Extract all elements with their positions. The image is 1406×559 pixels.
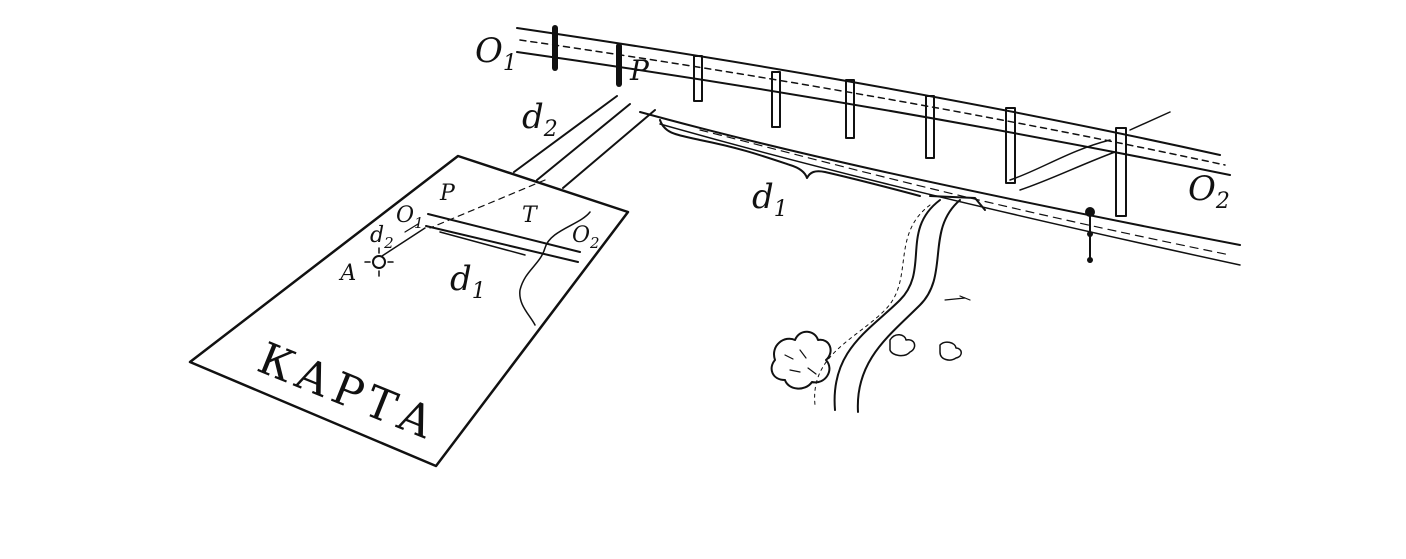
label-map-d1: d1: [450, 259, 486, 304]
label-map-d2: d2: [370, 223, 394, 252]
bushes: [770, 295, 971, 390]
distance-brace: [659, 119, 921, 197]
label-map-t: T: [522, 203, 539, 228]
label-map-a: А: [338, 261, 357, 286]
map-sheet: [188, 95, 656, 468]
label-map-o1: О1: [396, 203, 424, 232]
pole: [925, 95, 935, 159]
label-d2-ground: d2: [522, 97, 558, 142]
label-p-road: P: [629, 54, 650, 87]
label-d1-ground: d1: [752, 177, 788, 222]
label-map-p: P: [439, 181, 456, 206]
label-map-o2: О2: [572, 223, 600, 252]
label-o1-road: О1: [475, 31, 517, 76]
pole: [845, 79, 855, 139]
label-map-title: КАРТА: [251, 333, 446, 451]
boundary-marker: [1085, 207, 1095, 263]
utility-poles: [552, 25, 1127, 263]
pole: [1005, 107, 1016, 184]
pole: [771, 71, 781, 128]
road: [516, 27, 1241, 266]
label-o2-road: О2: [1188, 169, 1230, 214]
pole: [1115, 127, 1127, 217]
stream: [814, 111, 1171, 413]
pole: [693, 55, 703, 102]
